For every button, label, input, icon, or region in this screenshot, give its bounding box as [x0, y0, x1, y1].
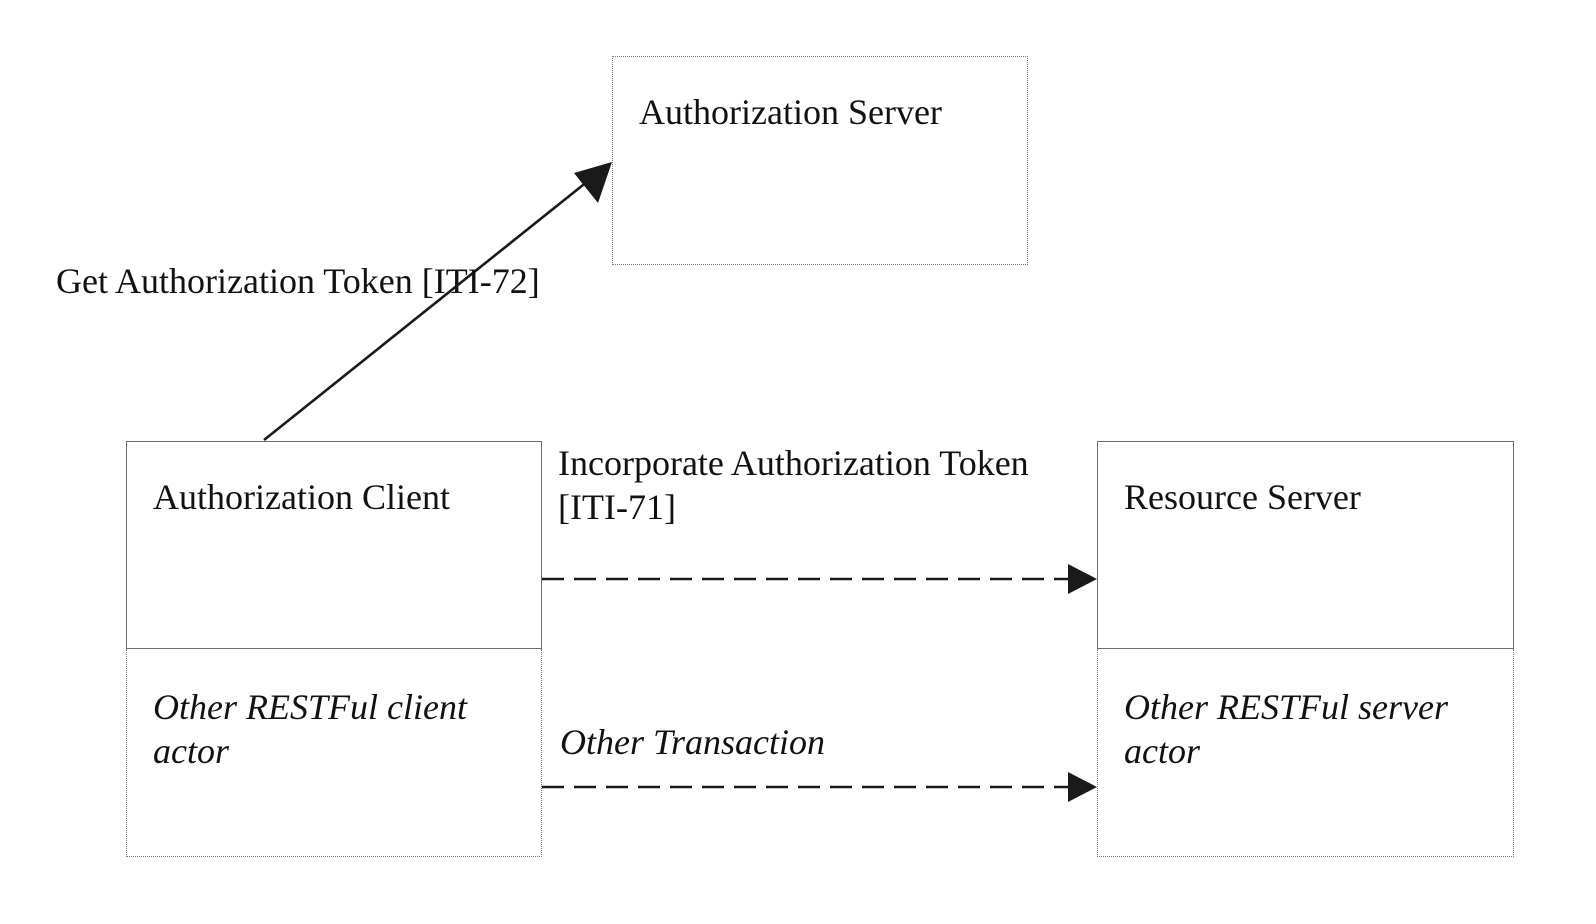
get-token-label: Get Authorization Token [ITI-72]	[56, 261, 540, 301]
incorporate-token-arrow	[542, 564, 1097, 594]
authorization-server-label: Authorization Server	[639, 92, 942, 132]
other-transaction-arrow	[542, 772, 1097, 802]
other-client-label: Other RESTFul client actor	[153, 687, 467, 771]
resource-server-box: Resource Server	[1097, 441, 1514, 649]
authorization-server-box: Authorization Server	[612, 56, 1028, 265]
authorization-client-label: Authorization Client	[153, 477, 450, 517]
get-token-arrow	[263, 162, 612, 442]
resource-server-label: Resource Server	[1124, 477, 1361, 517]
other-transaction-label: Other Transaction	[560, 722, 826, 762]
incorporate-token-label-line1: Incorporate Authorization Token	[558, 443, 1029, 483]
incorporate-token-label-line2: [ITI-71]	[558, 487, 676, 527]
other-server-box: Other RESTFul server actor	[1097, 649, 1514, 857]
authorization-client-box: Authorization Client	[126, 441, 542, 649]
other-client-box: Other RESTFul client actor	[126, 649, 542, 857]
other-server-label: Other RESTFul server actor	[1124, 687, 1448, 771]
